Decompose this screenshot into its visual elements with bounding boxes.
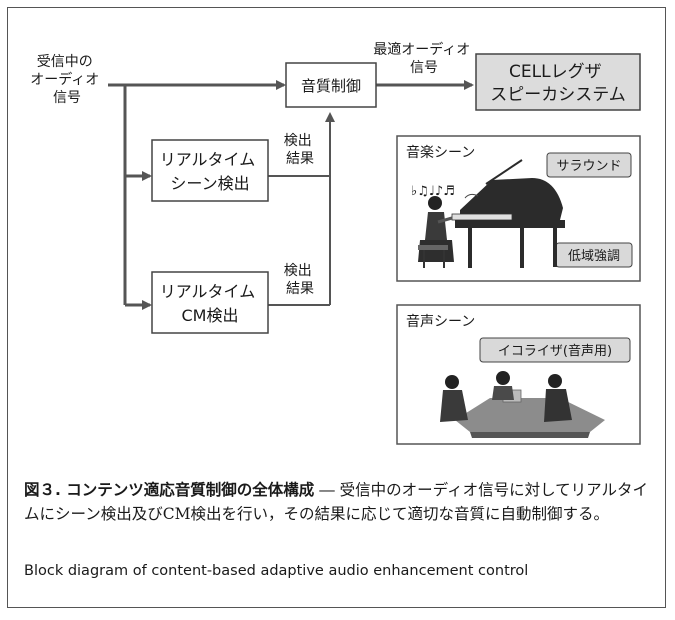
speaker-system-box [475,53,641,111]
cm-detect-label: リアルタイム CM検出 [160,282,261,325]
quality-control-label: 音質制御 [301,77,361,95]
block-diagram: 受信中の オーディオ 信号 音質制御 最適オーディオ 信号 CELLレグザ スピ… [30,41,641,445]
caption-japanese: 図３. コンテンツ適応音質制御の全体構成 ― 受信中のオーディオ信号に対してリア… [24,478,652,526]
surround-tag [546,152,632,178]
signal-lines [108,80,474,310]
voice-scene-title: 音声シーン [406,313,475,330]
grand-piano-illustration [451,159,565,268]
scene-detect-label: リアルタイム シーン検出 [160,150,261,193]
figure-label: 図３. コンテンツ適応音質制御の全体構成 [24,481,315,499]
surround-tag-label: サラウンド [556,159,621,174]
scene-detect-box [151,139,269,202]
optimal-audio-label: 最適オーディオ 信号 [373,41,474,76]
quality-control-box [285,62,377,108]
equalizer-tag [479,337,631,363]
pianist-illustration [418,196,454,268]
meeting-illustration [440,371,605,438]
detection-result-label-1: 検出 結果 [284,133,316,167]
caption-body: 受信中のオーディオ信号に対してリアルタイムにシーン検出及びCM検出を行い，その結… [24,481,648,523]
detection-result-label-2: 検出 結果 [284,263,316,297]
voice-scene-panel: 音声シーン イコライザ(音声用) [396,304,641,445]
music-scene-title: 音楽シーン [406,144,475,161]
input-label: 受信中の オーディオ 信号 [30,54,103,106]
figure-frame [7,7,666,608]
caption-english: Block diagram of content-based adaptive … [24,563,529,579]
caption-dash: ― [314,481,340,499]
bass-boost-tag-label: 低域強調 [568,249,620,264]
music-notes: ♭♫♩♪♬ [411,184,455,199]
music-scene-panel: 音楽シーン サラウンド 低域強調 ♭♫♩♪♬ [396,135,641,282]
result-lines [268,112,335,306]
equalizer-tag-label: イコライザ(音声用) [498,343,612,359]
cm-detect-box [151,271,269,334]
speaker-system-label: CELLレグザ スピーカシステム [490,62,626,105]
